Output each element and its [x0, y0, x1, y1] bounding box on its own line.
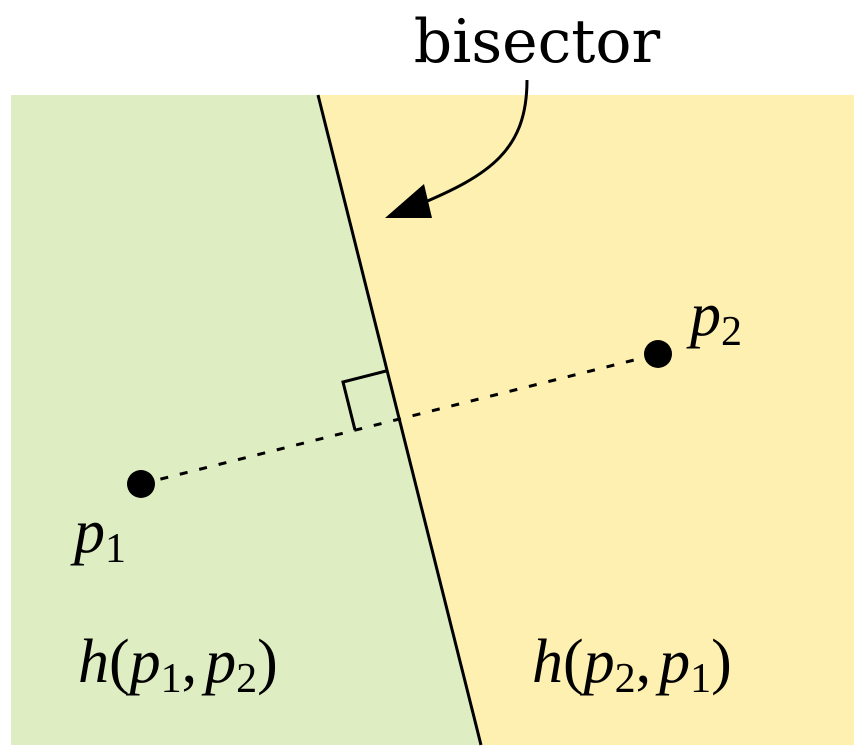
point-label-p1: p1: [70, 498, 126, 572]
connecting-segment: [140, 352, 659, 486]
bisector-label: bisector: [414, 7, 661, 77]
region-left-halfplane: [11, 95, 481, 745]
point-p2: [644, 340, 672, 368]
region-label-right: h(p2,p1): [532, 628, 732, 702]
point-label-p2: p2: [686, 281, 742, 355]
right-angle-marker-icon: [341, 369, 387, 431]
point-p1: [127, 470, 155, 498]
curved-arrow-icon: [385, 79, 529, 218]
region-right-halfplane: [318, 95, 854, 745]
region-label-left: h(p1,p2): [78, 628, 278, 702]
